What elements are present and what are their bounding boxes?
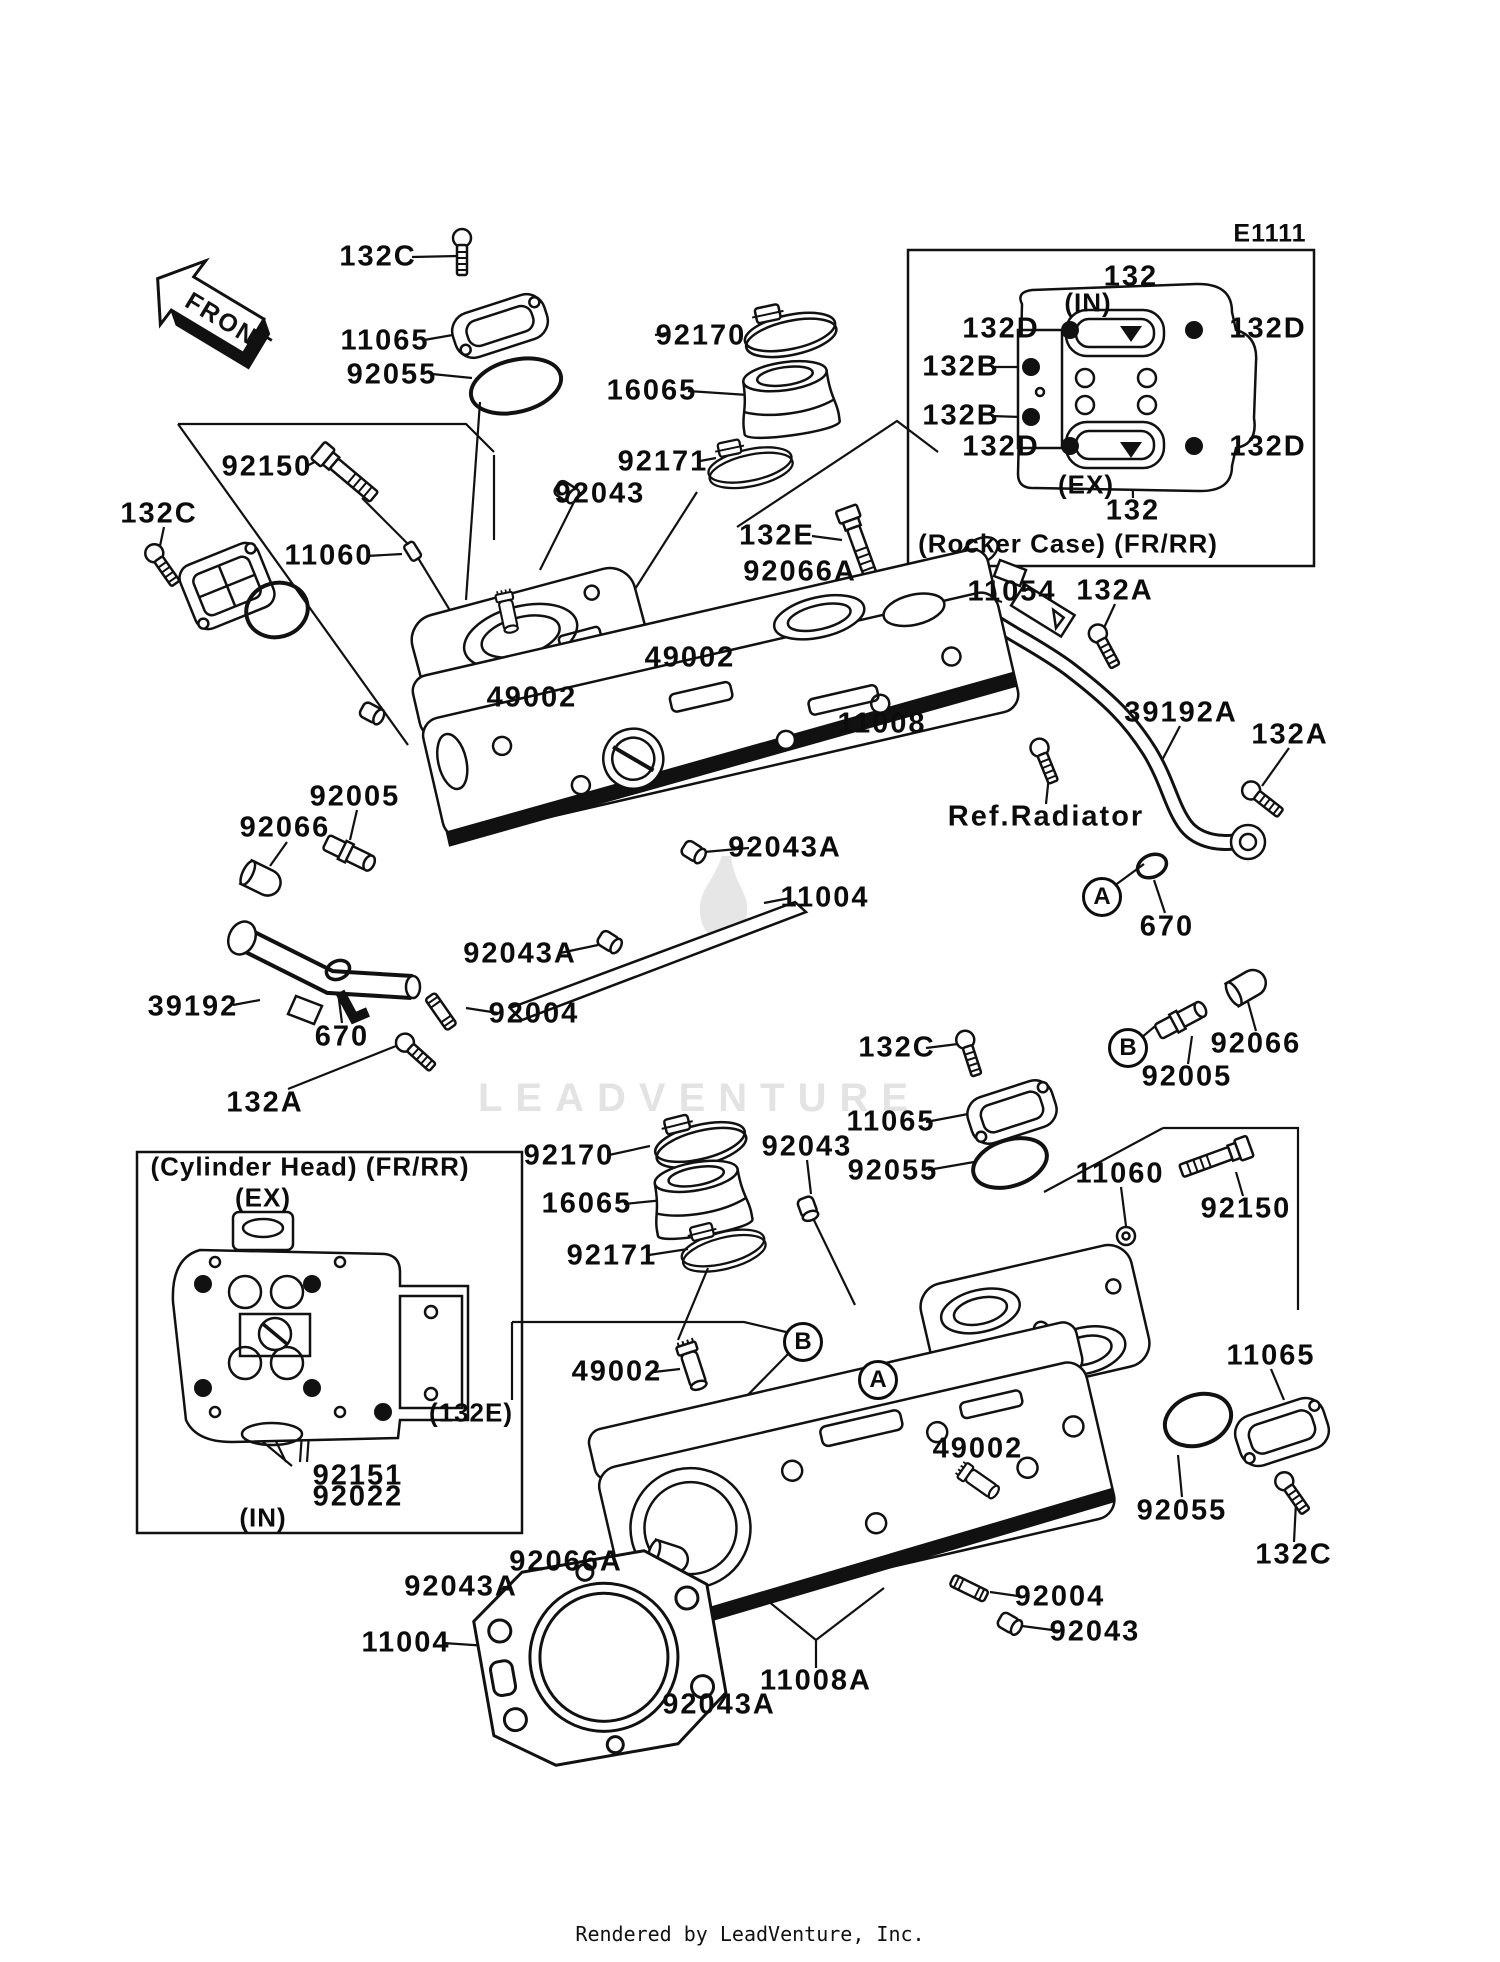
cylinder-head-11008 (411, 548, 1020, 847)
part-label-92005: 92005 (1141, 1060, 1233, 1093)
part-label-92005: 92005 (309, 780, 401, 813)
part-label-132a: 132A (1076, 574, 1154, 607)
part-label-92066: 92066 (239, 811, 331, 844)
part-label-92043a: 92043A (662, 1688, 776, 1721)
part-label--ex-: (EX) (1058, 469, 1114, 500)
leadventure-flame-watermark (699, 856, 748, 944)
part-label-11065: 11065 (846, 1105, 936, 1138)
part-label-132e: 132E (739, 519, 815, 552)
part-label-16065: 16065 (541, 1187, 633, 1220)
part-label-132a: 132A (226, 1086, 304, 1119)
part-label-132c: 132C (858, 1031, 936, 1064)
part-label-92022: 92022 (312, 1480, 404, 1513)
part-label-92043: 92043 (761, 1130, 853, 1163)
part-label--132e-: (132E) (428, 1397, 514, 1428)
base-gasket-11004 (472, 1549, 728, 1767)
part-label-132d: 132D (1229, 312, 1307, 345)
part-label-16065: 16065 (606, 374, 698, 407)
part-label-92055: 92055 (346, 358, 438, 391)
part-label--ex-: (EX) (235, 1182, 291, 1213)
head-gasket-11004-top (507, 900, 809, 1022)
part-label-11054: 11054 (967, 575, 1057, 608)
part-label-49002: 49002 (571, 1355, 663, 1388)
part-label--cylinder-head-fr-rr-: (Cylinder Head) (FR/RR) (150, 1151, 470, 1182)
part-label-92150: 92150 (1200, 1192, 1292, 1225)
part-label-11008a: 11008A (760, 1664, 872, 1697)
part-label-92170: 92170 (523, 1139, 615, 1172)
part-label--rocker-case-fr-rr-: (Rocker Case) (FR/RR) (918, 528, 1218, 559)
bracket-11054 (1009, 582, 1077, 639)
part-label-132c: 132C (120, 497, 198, 530)
part-label-ref-radiator: Ref.Radiator (947, 800, 1145, 833)
part-label-39192a: 39192A (1124, 696, 1238, 729)
part-label-132d: 132D (962, 312, 1040, 345)
valve-guide-11060 (403, 540, 423, 562)
part-label-132a: 132A (1251, 718, 1329, 751)
part-label-92043a: 92043A (728, 831, 842, 864)
part-label-11065: 11065 (340, 324, 430, 357)
footer-credit: Rendered by LeadVenture, Inc. (575, 1922, 925, 1946)
part-label-132d: 132D (1229, 430, 1307, 463)
part-label-92043a: 92043A (463, 937, 577, 970)
part-label-132d: 132D (962, 430, 1040, 463)
cover-gasket-left (244, 580, 310, 640)
valve-cover-top (450, 292, 550, 360)
part-label-670: 670 (314, 1020, 370, 1053)
part-label-92151: 92151 (312, 1459, 404, 1492)
part-label-132b: 132B (922, 399, 1000, 432)
part-label-11060: 11060 (1075, 1157, 1165, 1190)
part-label-92043: 92043 (554, 477, 646, 510)
part-label-132c: 132C (339, 240, 417, 273)
cover-gasket-bottom-right (1162, 1391, 1234, 1449)
valve-cover-bottom-right (1233, 1396, 1331, 1468)
water-fitting-39192 (227, 920, 422, 1026)
part-label-11004: 11004 (780, 881, 870, 914)
part-label-e1111: E1111 (1233, 219, 1307, 248)
assembly-ref-circle-b: B (1108, 1028, 1148, 1068)
part-label-92066a: 92066A (509, 1545, 623, 1578)
cylinder-head-box (135, 1150, 524, 1535)
part-label-49002: 49002 (486, 681, 578, 714)
assembly-ref-circle-b: B (783, 1322, 823, 1362)
part-label-670: 670 (1139, 910, 1195, 943)
oring-670-a (1135, 852, 1169, 880)
part-label-92066a: 92066A (743, 555, 857, 588)
part-label--in-: (IN) (1064, 287, 1112, 318)
part-label-92043: 92043 (1049, 1615, 1141, 1648)
part-label-49002: 49002 (644, 641, 736, 674)
valve-cover-left (178, 541, 276, 631)
assembly-ref-circle-a: A (1082, 877, 1122, 917)
part-label-92055: 92055 (847, 1154, 939, 1187)
part-label-132b: 132B (922, 350, 1000, 383)
part-label--in-: (IN) (239, 1502, 287, 1533)
part-label-11060: 11060 (284, 539, 374, 572)
part-label-132c: 132C (1255, 1538, 1333, 1571)
cover-gasket-right (971, 1136, 1049, 1190)
part-label-11004: 11004 (361, 1626, 451, 1659)
oring-670-b (324, 958, 352, 982)
part-label-92150: 92150 (221, 450, 313, 483)
part-label-92171: 92171 (617, 445, 709, 478)
part-label-92055: 92055 (1136, 1494, 1228, 1527)
valve-cover-right (966, 1079, 1058, 1145)
part-label-92043a: 92043A (404, 1570, 518, 1603)
cylinder-head-11008A (587, 1321, 1116, 1644)
rocker-case-box (906, 248, 1316, 568)
cover-gasket-top (468, 356, 564, 416)
part-label-92004: 92004 (1014, 1580, 1106, 1613)
part-label-11065: 11065 (1226, 1339, 1316, 1372)
part-label-11008: 11008 (837, 707, 927, 740)
part-label-132: 132 (1105, 494, 1161, 527)
part-label-49002: 49002 (932, 1432, 1024, 1465)
part-label-92170: 92170 (655, 319, 747, 352)
part-label-92066: 92066 (1210, 1027, 1302, 1060)
part-label-132: 132 (1103, 260, 1159, 293)
assembly-ref-circle-a: A (858, 1360, 898, 1400)
part-label-92004: 92004 (488, 997, 580, 1030)
part-label-92171: 92171 (566, 1239, 658, 1272)
leadventure-watermark: LEADVENTURE (478, 1076, 922, 1120)
part-label-39192: 39192 (147, 990, 239, 1023)
